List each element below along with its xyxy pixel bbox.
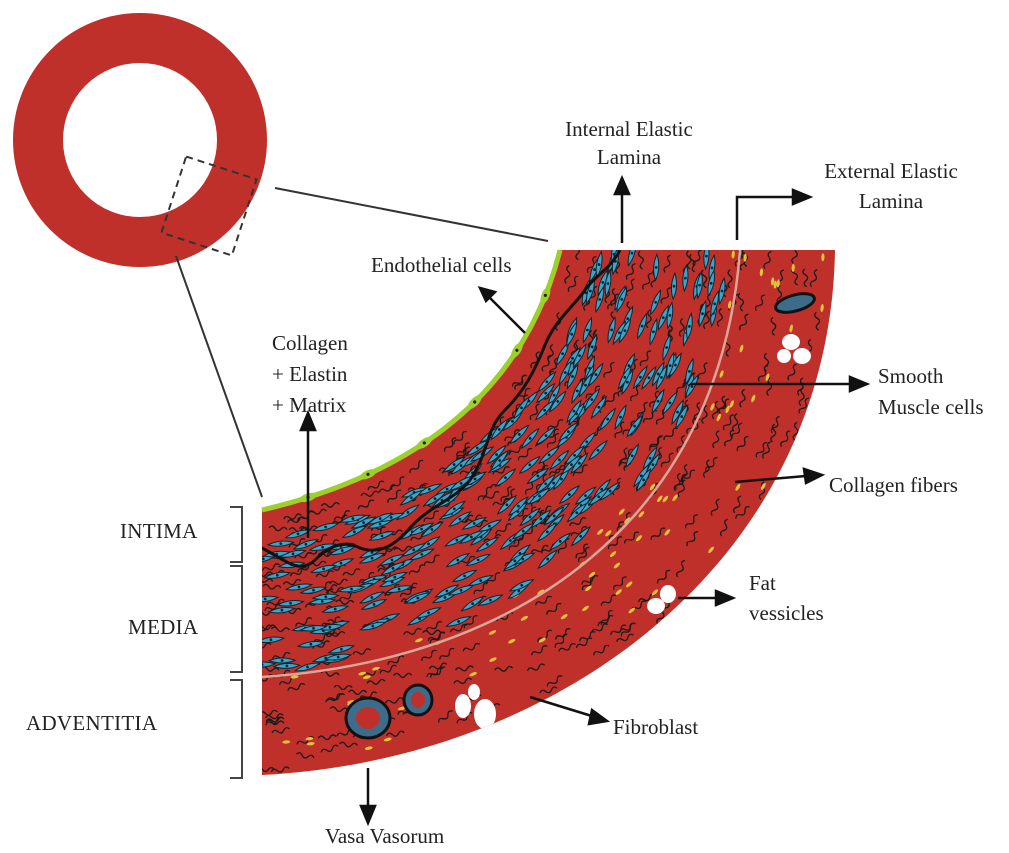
label-collagen: Collagen — [272, 331, 348, 355]
arrow-head-internal-lamina — [615, 178, 629, 194]
label-endothelial-cells: Endothelial cells — [371, 253, 512, 277]
media-bracket — [230, 566, 242, 672]
label-fat: Fat — [749, 571, 776, 595]
layer-adventitia: ADVENTITIA — [26, 711, 158, 735]
arrow-head-external-lamina — [793, 190, 810, 204]
layer-intima: INTIMA — [120, 519, 198, 543]
arrow-head-vasa — [361, 806, 375, 823]
fat-vesicle — [793, 348, 811, 364]
label-muscle-cells: Muscle cells — [878, 395, 984, 419]
arrow-head-fibroblast — [589, 710, 607, 724]
arrow-head-smooth-muscle — [850, 377, 867, 391]
fat-vesicle — [660, 585, 676, 603]
artery-ring — [38, 38, 242, 242]
zoom-line-top — [275, 188, 548, 241]
zoom-line-bottom — [176, 256, 262, 497]
artery-cross-section — [38, 38, 257, 255]
label-internal-elastic-lamina-1: Internal Elastic — [565, 117, 693, 141]
vasa-vasorum-lumen — [411, 692, 425, 708]
label-vessicles: vessicles — [749, 601, 824, 625]
label-internal-elastic-lamina-2: Lamina — [597, 145, 662, 169]
label-elastin: + Elastin — [272, 362, 348, 386]
adventitia-bracket — [230, 680, 242, 778]
arrow-head-fat — [716, 591, 733, 605]
label-collagen-fibers: Collagen fibers — [829, 473, 958, 497]
fat-vesicle — [777, 349, 791, 363]
fat-vesicle — [647, 598, 665, 614]
label-matrix: + Matrix — [272, 393, 347, 417]
label-external-elastic-lamina-2: Lamina — [859, 189, 924, 213]
fat-vesicle — [474, 699, 496, 729]
label-smooth: Smooth — [878, 364, 944, 388]
fat-vesicle — [782, 334, 800, 350]
label-fibroblast: Fibroblast — [613, 715, 698, 739]
arrow-head-collagen-fibers — [804, 469, 822, 483]
vessel-wall-segment — [249, 240, 835, 775]
intima-bracket — [230, 507, 242, 562]
label-external-elastic-lamina-1: External Elastic — [824, 159, 958, 183]
layer-media: MEDIA — [128, 615, 199, 639]
vasa-vasorum-lumen — [356, 707, 380, 729]
fat-vesicle — [455, 694, 471, 718]
layer-brackets — [230, 507, 242, 778]
label-vasa-vasorum: Vasa Vasorum — [325, 824, 444, 848]
fat-vesicle — [468, 684, 480, 700]
